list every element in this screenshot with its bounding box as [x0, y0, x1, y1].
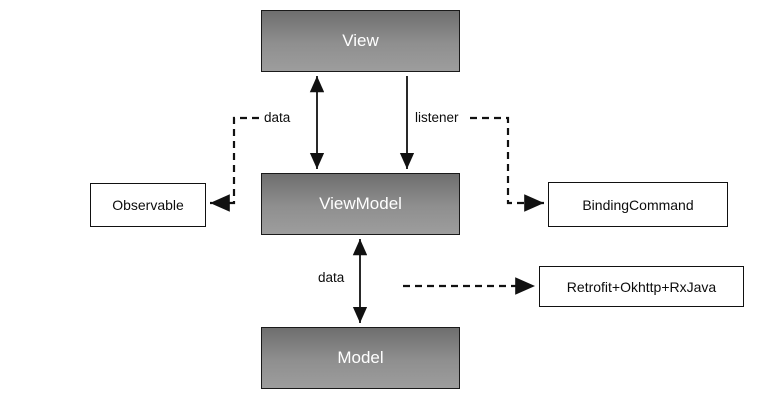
edge-label-label-listener: listener: [415, 110, 459, 125]
node-view[interactable]: View: [261, 10, 460, 72]
node-label-view: View: [342, 31, 379, 50]
node-viewmodel[interactable]: ViewModel: [261, 173, 460, 235]
edge-label-label-data-mid: data: [318, 270, 345, 285]
node-observable[interactable]: Observable: [90, 183, 206, 227]
node-bindingcommand[interactable]: BindingCommand: [548, 182, 728, 227]
node-label-viewmodel: ViewModel: [319, 194, 402, 213]
node-retrofit[interactable]: Retrofit+Okhttp+RxJava: [539, 266, 744, 307]
edge-listener-to-bindingcommand: [470, 116, 544, 212]
node-label-retrofit: Retrofit+Okhttp+RxJava: [566, 278, 717, 295]
edge-data-to-observable: [210, 116, 259, 212]
node-label-bindingcommand: BindingCommand: [582, 196, 694, 213]
node-label-observable: Observable: [112, 197, 184, 213]
node-model[interactable]: Model: [261, 327, 460, 389]
node-label-model: Model: [337, 348, 384, 367]
edge-label-label-data-top: data: [264, 110, 291, 125]
